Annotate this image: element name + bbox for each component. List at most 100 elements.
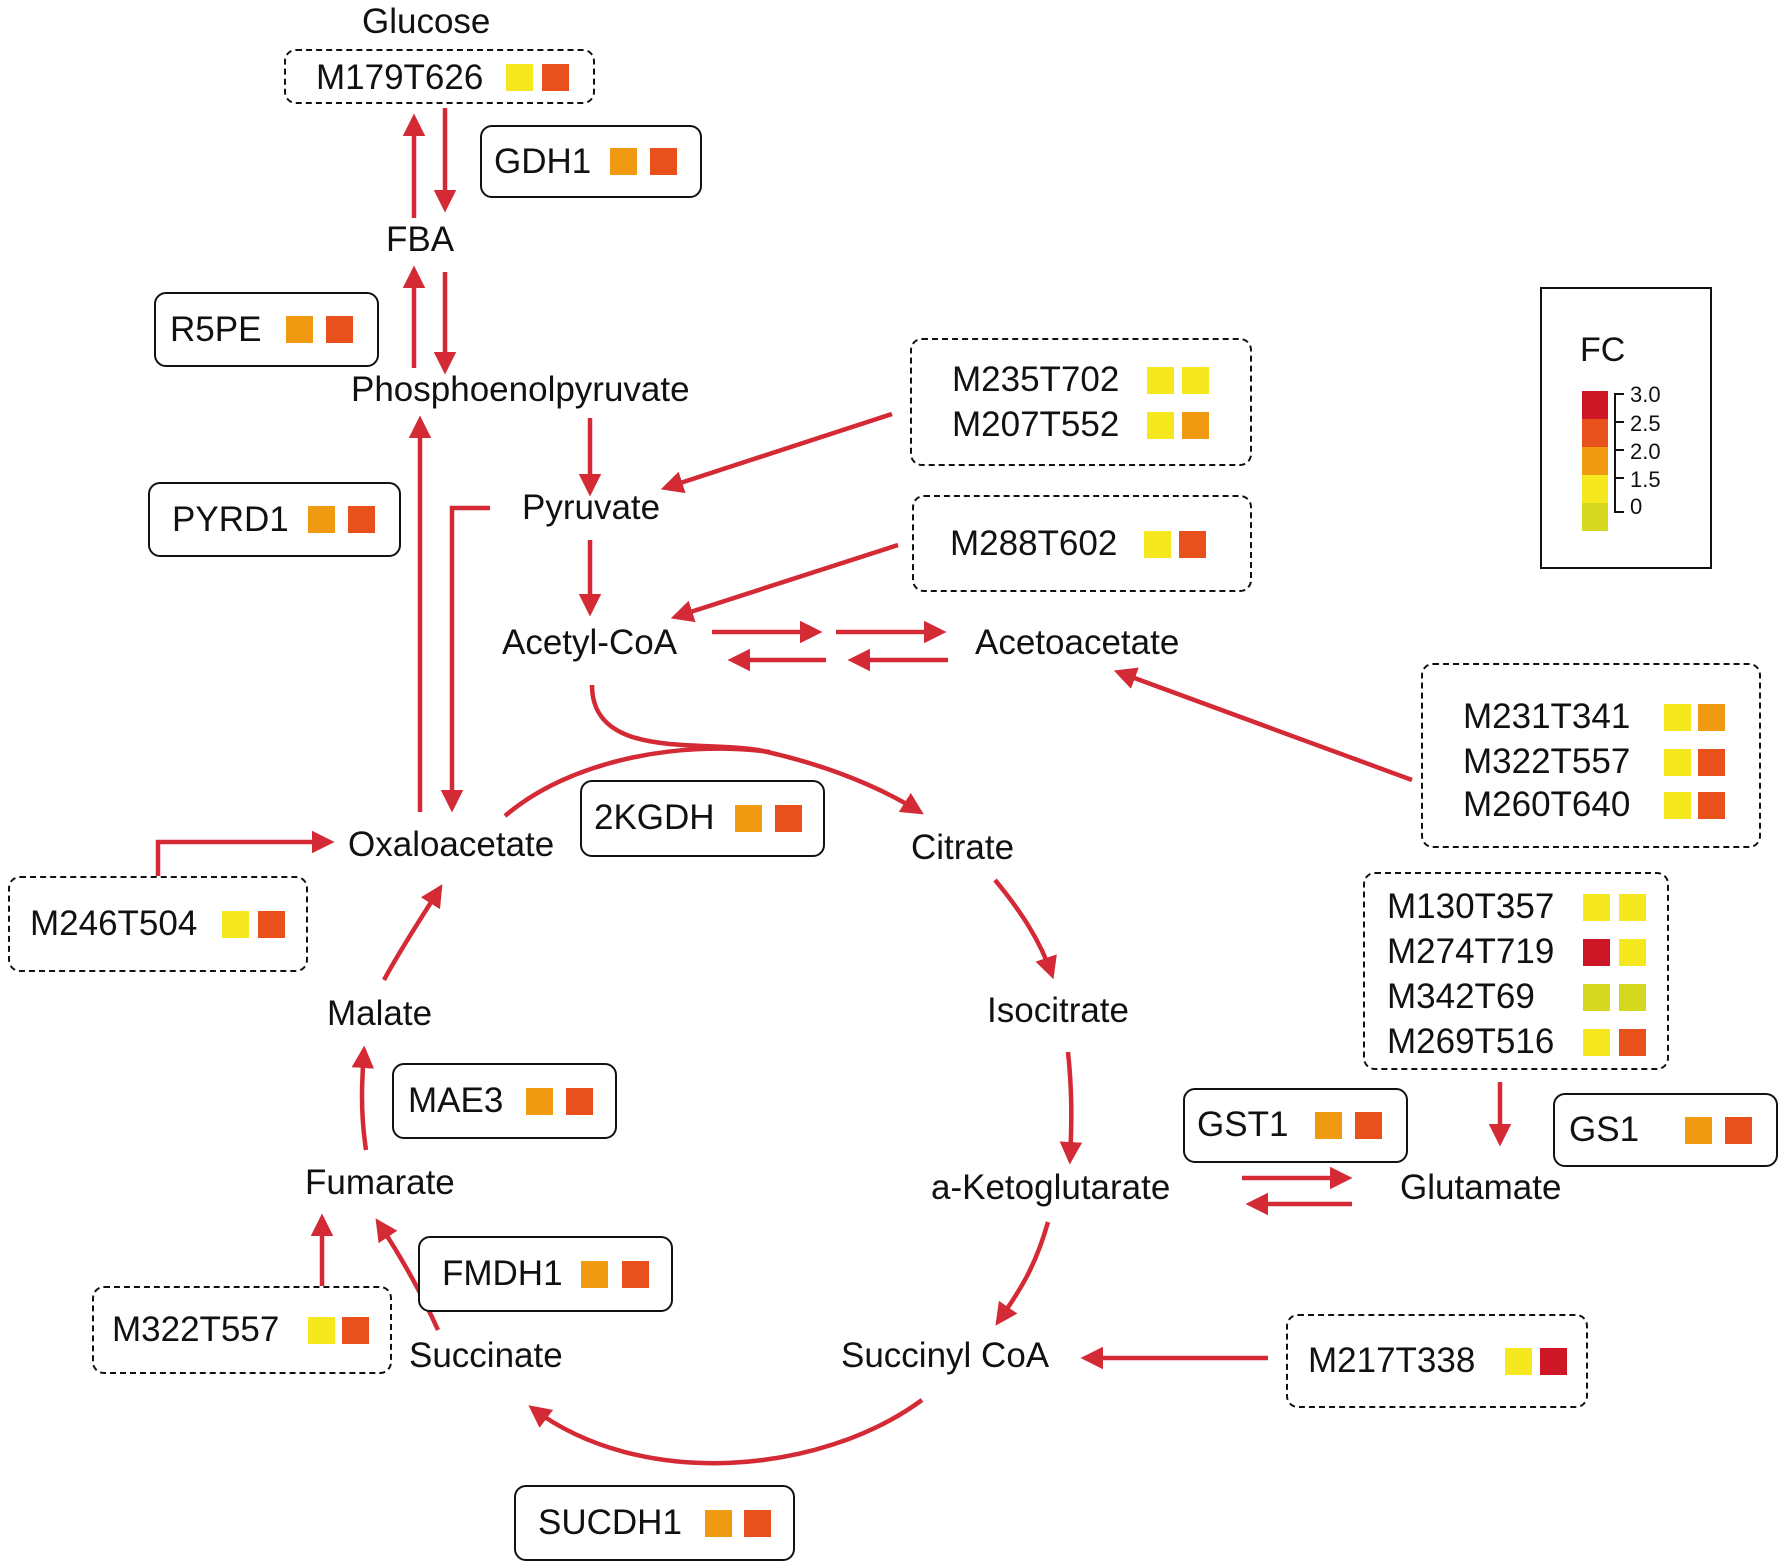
- enzyme-name: SUCDH1: [538, 1503, 682, 1542]
- fc-square: [542, 64, 569, 91]
- fc-square: [308, 506, 335, 533]
- enzyme-box-r5pe: R5PE: [154, 292, 379, 367]
- legend-tickmark: [1616, 477, 1624, 479]
- metabolite-id: M130T357: [1387, 887, 1555, 926]
- enzyme-row: MAE3: [408, 1081, 503, 1121]
- metabolite-row: M322T557: [1463, 742, 1630, 782]
- fc-square: [1664, 704, 1691, 731]
- fc-square: [1144, 531, 1171, 558]
- fc-square: [1619, 894, 1646, 921]
- metabolite-malate: Malate: [327, 994, 433, 1033]
- metabolite-oxaloacetate: Oxaloacetate: [348, 825, 555, 864]
- legend-tickmark: [1616, 449, 1624, 451]
- enzyme-row: GS1: [1569, 1110, 1639, 1150]
- legend-tick-label: 1.5: [1630, 467, 1661, 492]
- metabolite-row: M179T626: [316, 58, 483, 98]
- metabolite-id: M179T626: [316, 58, 484, 97]
- metabolite-glutamate: Glutamate: [1400, 1168, 1562, 1207]
- fc-square: [566, 1088, 593, 1115]
- fc-square: [744, 1510, 771, 1537]
- metabolite-succinyl-coa: Succinyl CoA: [841, 1336, 1050, 1375]
- metabolite-citrate: Citrate: [911, 828, 1015, 867]
- enzyme-name: PYRD1: [172, 500, 289, 539]
- metabolite-id: M260T640: [1463, 785, 1631, 824]
- fc-square: [1505, 1348, 1532, 1375]
- metabolite-id: M246T504: [30, 904, 198, 943]
- enzyme-box-gs1: GS1: [1553, 1093, 1778, 1167]
- metabolite-id: M207T552: [952, 405, 1120, 444]
- metabolite-box-succinylcoa-input: M217T338: [1286, 1314, 1588, 1408]
- metabolite-row: M217T338: [1308, 1341, 1475, 1381]
- enzyme-name: GST1: [1197, 1105, 1289, 1144]
- arrow-group-to-oaa: [155, 830, 335, 876]
- fc-square: [1355, 1112, 1382, 1139]
- arc-oaa-to-citrate: [503, 746, 771, 818]
- fc-square: [1583, 939, 1610, 966]
- arrow-group-to-acetylcoa: [670, 542, 899, 623]
- fc-square: [775, 805, 802, 832]
- arrow-akg-to-succinylcoa: [995, 1221, 1051, 1326]
- metabolite-box-glucose: M179T626: [284, 49, 595, 104]
- metabolite-id: M288T602: [950, 524, 1118, 563]
- enzyme-box-mae3: MAE3: [392, 1063, 617, 1139]
- enzyme-name: FMDH1: [442, 1254, 563, 1293]
- enzyme-box-fmdh1: FMDH1: [418, 1236, 673, 1312]
- metabolite-row: M246T504: [30, 904, 197, 944]
- metabolite-box-pyruvate-inputs: M235T702 M207T552: [910, 338, 1252, 466]
- enzyme-row: PYRD1: [172, 500, 289, 540]
- metabolite-row: M322T557: [112, 1310, 279, 1350]
- fc-square: [1725, 1117, 1752, 1144]
- enzyme-name: GS1: [1569, 1110, 1640, 1149]
- fc-square: [1664, 749, 1691, 776]
- fc-square: [326, 316, 353, 343]
- fc-square: [526, 1088, 553, 1115]
- metabolite-acetyl-coa: Acetyl-CoA: [502, 623, 678, 662]
- fc-square: [348, 506, 375, 533]
- enzyme-row: GST1: [1197, 1105, 1288, 1145]
- fc-square: [1147, 412, 1174, 439]
- arrow-succinylcoa-to-succinate: [528, 1398, 924, 1466]
- enzyme-box-2kgdh: 2KGDH: [580, 780, 825, 857]
- metabolite-isocitrate: Isocitrate: [987, 991, 1129, 1030]
- fc-square: [1179, 531, 1206, 558]
- legend-title: FC: [1580, 331, 1626, 369]
- metabolite-box-glutamate-inputs: M130T357 M274T719 M342T69 M269T516: [1363, 872, 1669, 1070]
- metabolite-phosphoenolpyruvate: Phosphoenolpyruvate: [351, 370, 690, 409]
- fc-square: [222, 911, 249, 938]
- arrow-group-to-acetoacetate: [1113, 667, 1413, 783]
- arrow-succinate-to-fumarate: [375, 1218, 441, 1331]
- metabolite-row: M231T341: [1463, 697, 1630, 737]
- enzyme-row: SUCDH1: [538, 1503, 682, 1543]
- enzyme-name: MAE3: [408, 1081, 504, 1120]
- fc-square: [1315, 1112, 1342, 1139]
- fc-square: [258, 911, 285, 938]
- enzyme-box-gdh1: GDH1: [480, 125, 702, 198]
- enzyme-name: GDH1: [494, 142, 592, 181]
- metabolite-id: M269T516: [1387, 1022, 1555, 1061]
- metabolite-id: M274T719: [1387, 932, 1555, 971]
- legend-tick-label: 3.0: [1630, 382, 1661, 407]
- enzyme-box-pyrd1: PYRD1: [148, 482, 401, 557]
- legend-swatch: [1582, 503, 1608, 531]
- fc-square: [1685, 1117, 1712, 1144]
- metabolite-row: M207T552: [952, 405, 1119, 445]
- fc-square: [1664, 792, 1691, 819]
- arrow-isocitrate-to-akg: [1059, 1051, 1083, 1165]
- fc-legend: FC 3.0 2.5 2.0 1.5 0: [1540, 287, 1712, 569]
- metabolite-id: M231T341: [1463, 697, 1631, 736]
- metabolite-row: M288T602: [950, 524, 1117, 564]
- legend-tick-label: 2.0: [1630, 439, 1661, 464]
- arrow-pyruvate-to-oaa: [440, 505, 490, 813]
- metabolite-id: M322T557: [112, 1310, 280, 1349]
- arrow-group-to-pyruvate: [660, 411, 893, 494]
- fc-square: [610, 148, 637, 175]
- fc-square: [286, 316, 313, 343]
- legend-bracket: [1614, 393, 1624, 513]
- metabolite-row: M269T516: [1387, 1022, 1554, 1062]
- fc-square: [1619, 939, 1646, 966]
- fc-square: [506, 64, 533, 91]
- arrow-fumarate-to-malate: [351, 1045, 375, 1151]
- enzyme-row: GDH1: [494, 142, 591, 182]
- metabolite-fumarate: Fumarate: [305, 1163, 455, 1202]
